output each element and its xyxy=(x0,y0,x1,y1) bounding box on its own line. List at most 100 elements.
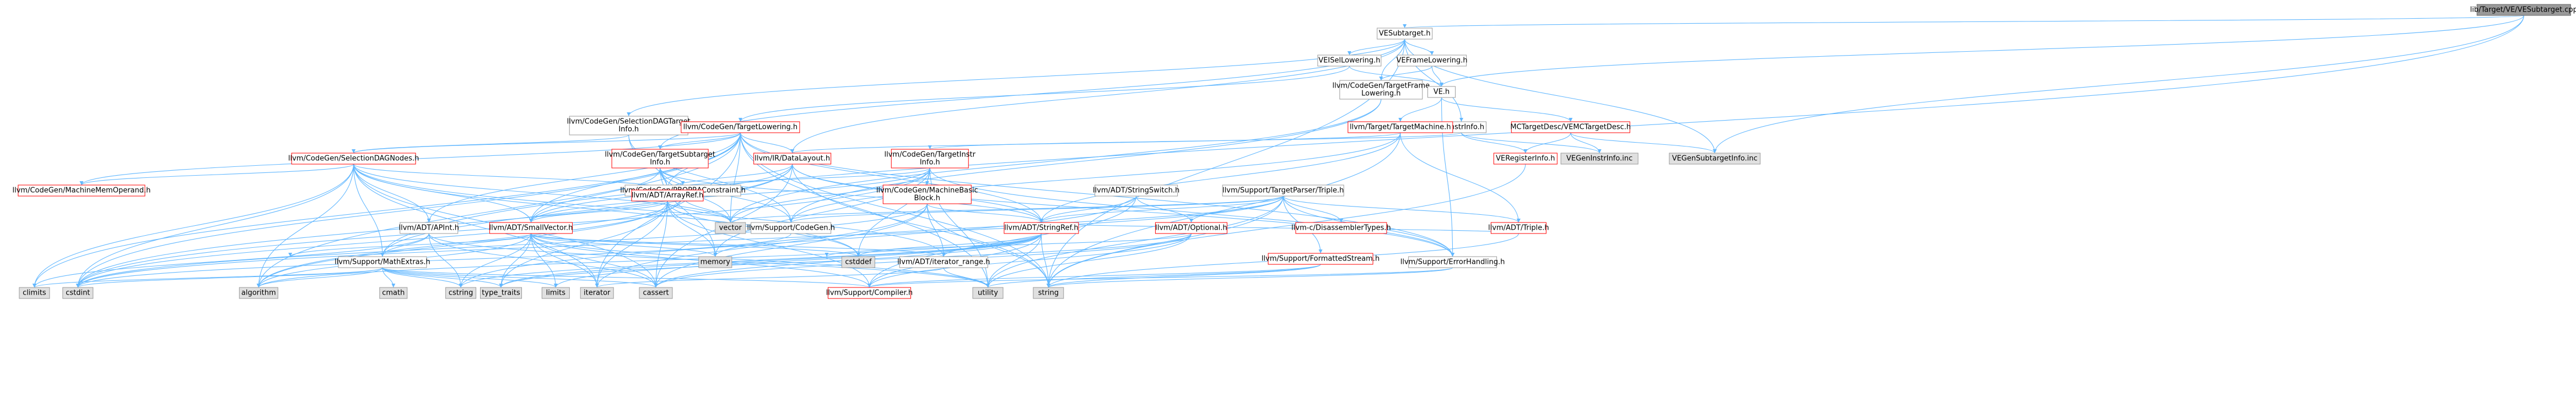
node-box xyxy=(1493,153,1558,165)
node-stringswitch[interactable]: llvm/ADT/StringSwitch.h xyxy=(1093,184,1179,197)
node-errorhandling[interactable]: llvm/Support/ErrorHandling.h xyxy=(1400,256,1505,268)
edge-arrayref-to-vector xyxy=(667,200,731,223)
node-mathextras[interactable]: llvm/Support/MathExtras.h xyxy=(335,256,430,268)
node-vesubtarget_h[interactable]: VESubtarget.h xyxy=(1377,28,1433,40)
node-vector[interactable]: vector xyxy=(715,222,746,234)
node-label: llvm/ADT/Optional.h xyxy=(1155,224,1227,232)
node-label: cstring xyxy=(449,289,473,297)
node-label: Info.h xyxy=(618,126,639,134)
edge-arrowhead xyxy=(352,149,356,153)
node-ve_h[interactable]: VE.h xyxy=(1427,86,1456,98)
edge-arrowhead xyxy=(1339,219,1343,222)
node-targetparser[interactable]: llvm/Support/TargetParser/Triple.h xyxy=(1222,184,1344,197)
node-label: VESubtarget.h xyxy=(1379,30,1431,38)
node-targetlowering[interactable]: llvm/CodeGen/TargetLowering.h xyxy=(681,121,800,133)
edge-seldagnodes-to-cstddef xyxy=(353,164,859,257)
node-utility[interactable]: utility xyxy=(972,287,1004,299)
edge-targetmachine-to-triple xyxy=(1400,132,1519,223)
edge-arrowhead xyxy=(1430,51,1434,55)
edge-arrowhead xyxy=(499,284,503,287)
node-datalayout[interactable]: llvm/IR/DataLayout.h xyxy=(753,153,832,165)
edge-arrowhead xyxy=(553,284,558,287)
node-label: llvm/CodeGen/TargetInstr xyxy=(885,151,976,159)
node-label: VEFrameLowering.h xyxy=(1397,57,1468,65)
edge-arrowhead xyxy=(856,253,860,257)
node-root[interactable]: lib/Target/VE/VESubtarget.cpp xyxy=(2470,4,2576,16)
node-cstdint[interactable]: cstdint xyxy=(62,287,94,299)
edge-arrowhead xyxy=(1712,149,1717,153)
node-formattedstream[interactable]: llvm/Support/FormattedStream.h xyxy=(1262,253,1379,265)
edge-iterator_range-to-iterator xyxy=(596,267,944,288)
node-box xyxy=(1033,287,1064,299)
edge-machinebasicblock-to-stringref xyxy=(926,203,1042,223)
node-apint[interactable]: llvm/ADT/APInt.h xyxy=(399,222,459,234)
node-box xyxy=(1377,28,1433,40)
edge-arrowhead xyxy=(627,112,631,116)
edge-stringswitch-to-stringref xyxy=(1041,196,1137,223)
node-limits[interactable]: limits xyxy=(541,287,570,299)
node-iterator_range[interactable]: llvm/ADT/iterator_range.h xyxy=(897,256,990,268)
edge-mathextras-to-cassert xyxy=(382,267,656,288)
node-veregisterinfo[interactable]: VERegisterInfo.h xyxy=(1493,153,1558,165)
node-label: Block.h xyxy=(914,194,940,203)
edge-targetparser-to-codegen xyxy=(790,196,1284,223)
node-box xyxy=(827,287,911,299)
node-cstddef[interactable]: cstddef xyxy=(841,256,875,268)
node-string[interactable]: string xyxy=(1033,287,1064,299)
node-cstring[interactable]: cstring xyxy=(445,287,477,299)
node-label: llvm/CodeGen/SelectionDAGTarget xyxy=(567,118,691,126)
node-veisellowering_h[interactable]: VEISelLowering.h xyxy=(1317,55,1382,67)
node-box xyxy=(1560,153,1639,165)
edge-triple-to-stringref xyxy=(1041,222,1519,234)
edge-arrowhead xyxy=(1039,219,1043,222)
node-optional[interactable]: llvm/ADT/Optional.h xyxy=(1155,222,1227,234)
node-box xyxy=(480,287,522,299)
edge-stringref-to-limits xyxy=(555,233,1042,288)
node-box xyxy=(715,222,746,234)
node-box xyxy=(1268,253,1373,265)
node-cmath[interactable]: cmath xyxy=(379,287,408,299)
node-codegen[interactable]: llvm/Support/CodeGen.h xyxy=(747,222,835,234)
edge-stringref-to-cstring xyxy=(460,233,1042,288)
node-vegeninstrinfo[interactable]: VEGenInstrInfo.inc xyxy=(1560,153,1639,165)
node-stringref[interactable]: llvm/ADT/StringRef.h xyxy=(1004,222,1079,234)
node-smallvector[interactable]: llvm/ADT/SmallVector.h xyxy=(489,222,573,234)
node-targetmachine[interactable]: llvm/Target/TargetMachine.h xyxy=(1348,121,1453,133)
node-seldagnodes[interactable]: llvm/CodeGen/SelectionDAGNodes.h xyxy=(288,153,419,165)
node-box xyxy=(611,149,709,169)
node-box xyxy=(1511,121,1630,133)
node-machinememoperand[interactable]: llvm/CodeGen/MachineMemOperand.h xyxy=(12,184,150,197)
edge-seldagnodes-to-iterator xyxy=(353,164,597,288)
node-triple[interactable]: llvm/ADT/Triple.h xyxy=(1488,222,1549,234)
node-arrayref[interactable]: llvm/ADT/ArrayRef.h xyxy=(631,189,704,202)
node-box xyxy=(541,287,570,299)
node-compiler[interactable]: llvm/Support/Compiler.h xyxy=(826,287,913,299)
node-climits[interactable]: climits xyxy=(19,287,50,299)
node-memory[interactable]: memory xyxy=(698,256,732,268)
edge-veisellowering_h-to-ve_h xyxy=(1349,66,1442,87)
edge-stringref-to-iterator_range xyxy=(943,233,1042,257)
edge-optional-to-compiler xyxy=(869,233,1192,288)
edge-targetparser-to-stringref xyxy=(1041,196,1284,223)
node-algorithm[interactable]: algorithm xyxy=(239,287,278,299)
edge-arrowhead xyxy=(1569,118,1573,122)
node-box xyxy=(681,121,800,133)
node-iterator[interactable]: iterator xyxy=(580,287,614,299)
node-cassert[interactable]: cassert xyxy=(639,287,673,299)
edge-formattedstream-to-utility xyxy=(987,264,1321,288)
node-box xyxy=(753,153,832,165)
node-veframelowering_h[interactable]: VEFrameLowering.h xyxy=(1397,55,1468,67)
node-label: llvm/CodeGen/SelectionDAGNodes.h xyxy=(288,155,419,163)
edge-arrowhead xyxy=(427,219,431,222)
edge-targetmachine-to-codegen xyxy=(790,132,1401,223)
node-disasmtypes[interactable]: llvm-c/DisassemblerTypes.h xyxy=(1291,222,1391,234)
node-type_traits[interactable]: type_traits xyxy=(480,287,522,299)
node-vegensubtargetinfo[interactable]: VEGenSubtargetInfo.inc xyxy=(1669,153,1761,165)
edge-tfl-to-codegen xyxy=(790,99,1382,223)
node-mcvetargetdesc[interactable]: MCTargetDesc/VEMCTargetDesc.h xyxy=(1510,121,1631,133)
